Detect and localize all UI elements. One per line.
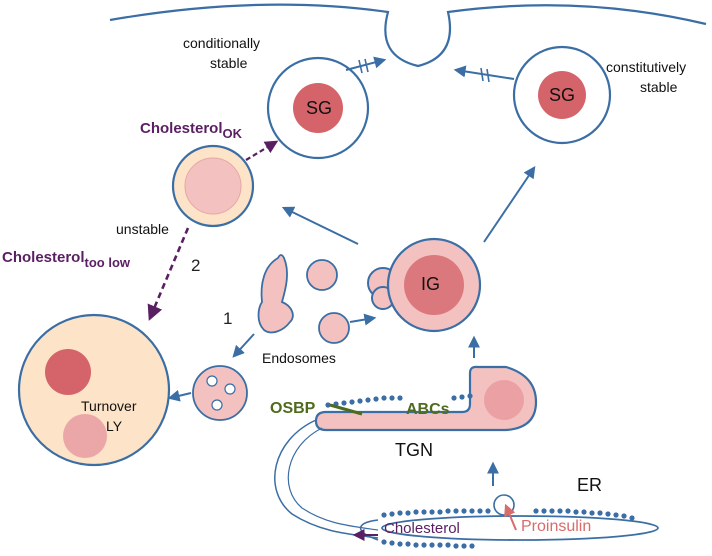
blocked-mark-left-b: [364, 58, 369, 73]
label-constitutively-stable: stable: [640, 79, 678, 95]
cholesterol-too-low-arrow: [147, 227, 190, 321]
secretory-granule-constitutively-stable: [512, 45, 612, 145]
er-tgn-contact-membrane: [274, 419, 379, 539]
label-conditionally: conditionally: [183, 35, 261, 51]
label-cholesterol-too-low-main: Cholesterol: [2, 249, 85, 266]
label-ly: LY: [106, 418, 123, 434]
label-unstable: unstable: [116, 221, 169, 237]
cholesterol-ok-arrow: [245, 140, 279, 161]
label-abcs: ABCs: [406, 401, 450, 418]
endosome-small-bottom: [318, 312, 350, 344]
label-cholesterol-er: Cholesterol: [384, 520, 460, 537]
label-conditionally-stable: stable: [210, 55, 248, 71]
immature-granule: [367, 237, 482, 333]
label-pathway-1: 1: [223, 309, 233, 328]
blocked-fusion-arrow-right: [453, 65, 515, 80]
label-tgn: TGN: [395, 440, 433, 460]
mvb-to-lysosome-arrow: [167, 389, 192, 402]
label-sg-left: SG: [306, 98, 333, 118]
blocked-fusion-arrow-left: [345, 56, 387, 71]
lysosome: [17, 313, 171, 467]
label-pathway-2: 2: [191, 256, 201, 275]
secretory-granule-conditionally-stable: [266, 56, 370, 160]
label-ig: IG: [421, 274, 441, 294]
label-sg-right: SG: [549, 85, 576, 105]
unstable-granule: [171, 144, 255, 228]
er-ribosome-dots: [381, 508, 635, 549]
label-cholesterol-too-low: Cholesteroltoo low: [2, 249, 130, 269]
label-constitutively: constitutively: [606, 59, 687, 75]
multivesicular-body: [192, 365, 248, 421]
ig-to-unstable-arrow: [281, 206, 359, 245]
label-endosomes: Endosomes: [262, 350, 336, 366]
label-er: ER: [577, 475, 603, 495]
label-turnover: Turnover: [81, 398, 137, 414]
label-osbp: OSBP: [270, 400, 316, 417]
endosome-tubular: [257, 254, 294, 334]
label-cholesterol-ok: CholesterolOK: [140, 120, 242, 140]
osbp-tether: [329, 403, 363, 416]
endosome-to-mvb-arrow: [232, 333, 255, 358]
proinsulin-arrow: [504, 503, 517, 531]
blocked-mark-left-a: [358, 59, 363, 74]
trans-golgi-network: [314, 365, 538, 432]
plasma-membrane: [109, 3, 707, 68]
label-cholesterol-too-low-sub: too low: [84, 255, 131, 270]
tgn-cytosolic-dots: [325, 393, 473, 408]
endosome-small-top: [306, 259, 338, 291]
blocked-mark-right-a: [480, 67, 484, 82]
label-cholesterol-ok-main: Cholesterol: [140, 120, 223, 137]
ig-to-sg-right-arrow: [483, 166, 536, 243]
er-tgn-contact-membrane-inner: [287, 427, 379, 531]
label-cholesterol-ok-sub: OK: [222, 126, 243, 141]
endosome-to-ig-arrow: [349, 313, 377, 326]
endoplasmic-reticulum: [360, 515, 659, 541]
er-exit-vesicle: [493, 494, 515, 516]
label-proinsulin: Proinsulin: [521, 518, 592, 535]
blocked-mark-right-b: [486, 68, 490, 83]
